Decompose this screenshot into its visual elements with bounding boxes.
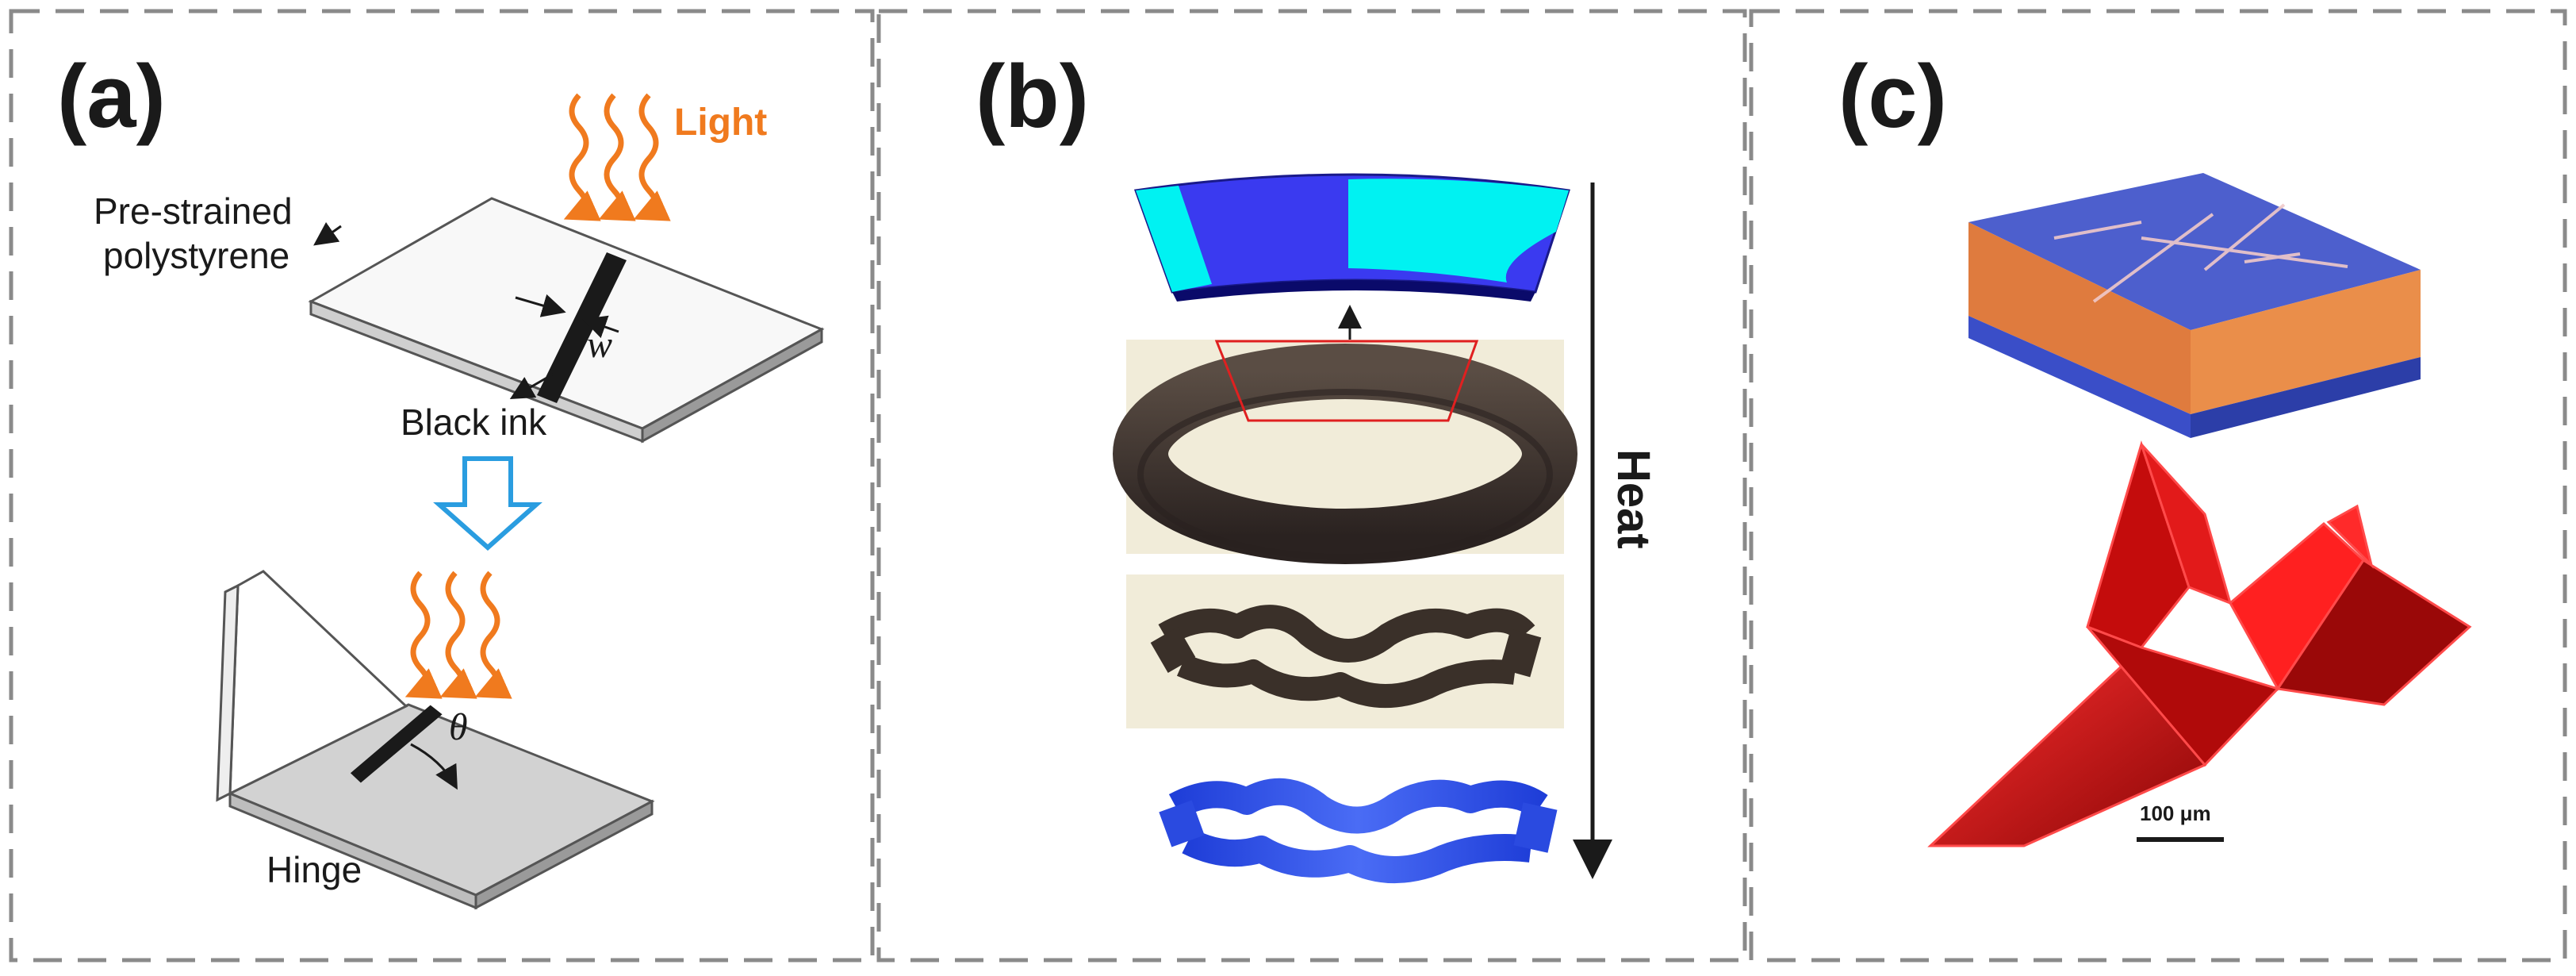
- panel-b-label: (b): [976, 47, 1089, 146]
- wavy-ring: [1158, 605, 1535, 709]
- hinge-stripe: [350, 705, 443, 783]
- width-arrow-right: [582, 315, 619, 339]
- flat-ring: [1113, 344, 1577, 564]
- heat-label: Heat: [1608, 449, 1659, 549]
- light-arrows-top: [563, 93, 671, 221]
- material-pointer: [313, 221, 342, 246]
- hinge-label: Hinge: [266, 849, 362, 890]
- panel-c-border: [1749, 9, 2567, 963]
- panel-a: (a) Light Pre-strained polystyrene w Bla…: [57, 47, 825, 910]
- ink-label: Black ink: [401, 402, 547, 443]
- curved-segment-model: [1133, 173, 1570, 302]
- material-label-line2: polystyrene: [103, 235, 289, 276]
- wavy-ring-model: [1168, 778, 1548, 884]
- panel-a-border: [9, 9, 875, 963]
- panel-b: (b) Heat: [976, 47, 1659, 884]
- angle-symbol: θ: [449, 706, 468, 748]
- layered-box-model: [1968, 173, 2421, 438]
- down-arrow: [433, 456, 542, 551]
- section-outline: [1214, 340, 1479, 422]
- scale-bar-label: 100 μm: [2140, 801, 2211, 825]
- panel-c: (c) 100 μm: [1838, 47, 2472, 847]
- light-arrows-bottom: [404, 571, 512, 699]
- ink-pointer: [509, 371, 556, 399]
- material-label-line1: Pre-strained: [94, 190, 293, 232]
- width-symbol: w: [587, 324, 612, 366]
- panel-a-label: (a): [57, 47, 166, 146]
- angle-arc: [410, 743, 458, 790]
- width-arrow-left: [515, 294, 566, 317]
- panel-b-border: [876, 9, 1747, 963]
- light-label: Light: [674, 102, 767, 144]
- flat-sheet: [308, 197, 825, 444]
- black-ink-stripe: [537, 252, 627, 403]
- folded-sheet: [216, 570, 655, 910]
- panel-c-label: (c): [1838, 47, 1947, 146]
- origami-crane: [1927, 440, 2472, 847]
- panel-borders: [9, 9, 2567, 963]
